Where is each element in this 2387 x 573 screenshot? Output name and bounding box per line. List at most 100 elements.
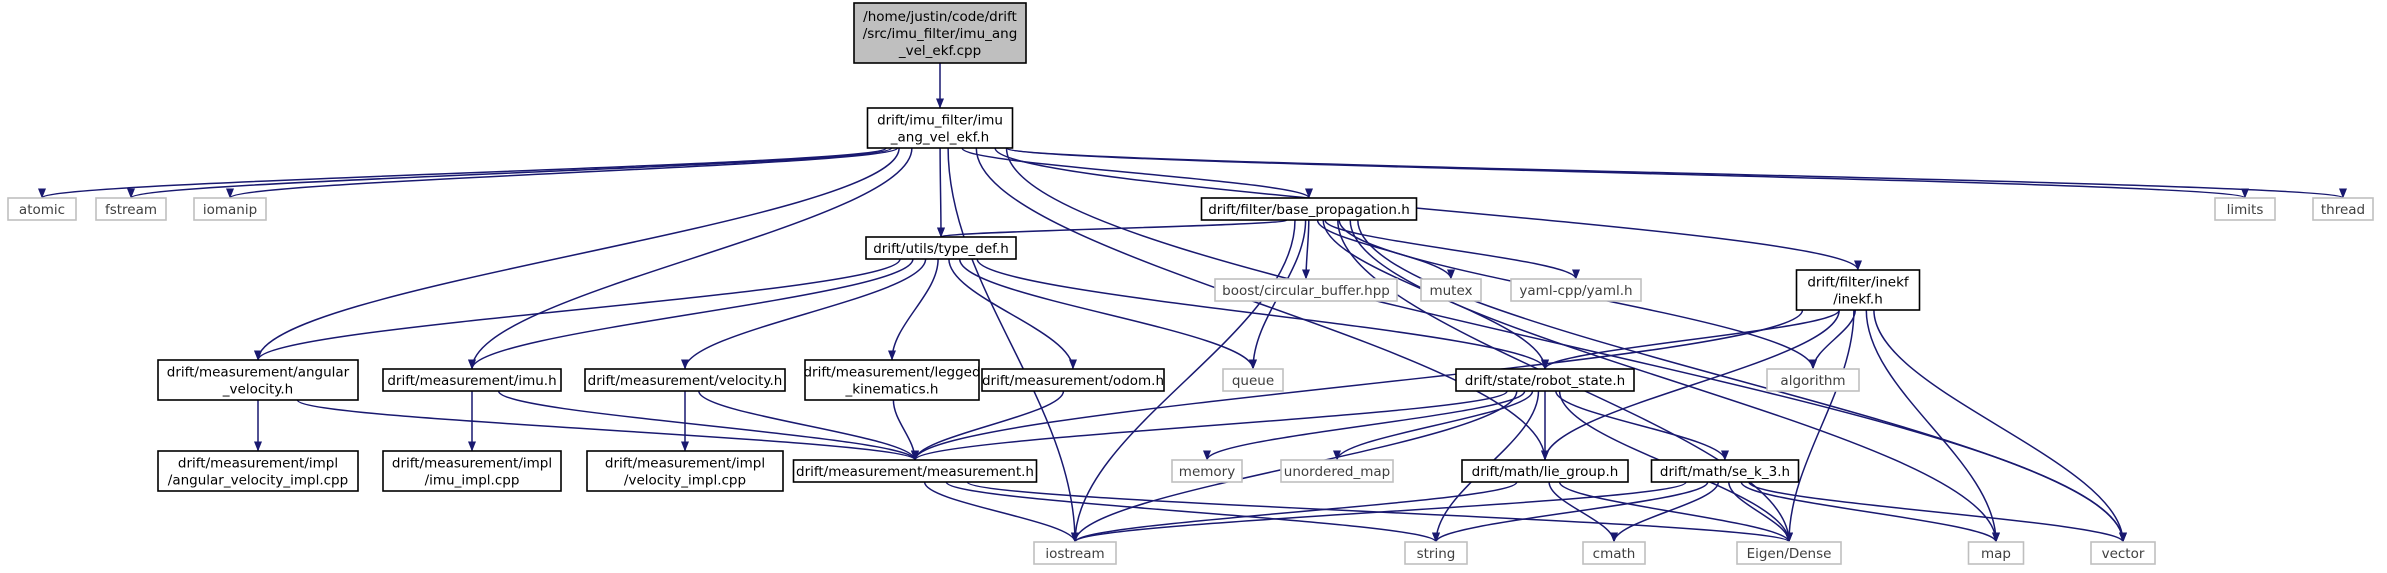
node-label: drift/state/robot_state.h [1465,373,1625,389]
node-label: drift/measurement/impl [605,456,765,472]
node-label: _velocity.h [222,382,293,398]
node-label: drift/utils/type_def.h [873,241,1009,257]
edge-inekf-h-to-measurement-h [911,309,1804,461]
node-label: /home/justin/code/drift [863,9,1017,25]
node-label: memory [1179,464,1235,480]
node-box [1420,278,1482,302]
node-label: drift/measurement/odom.h [982,373,1164,389]
edge-base-propagation-h-to-vector [1357,219,2127,543]
node-label: iostream [1045,546,1104,562]
node-label: cmath [1593,546,1636,562]
node-box [95,197,167,221]
node-box [853,2,1027,64]
edge-lie-group-h-to-cmath [1548,481,1618,543]
node-box [1582,541,1646,565]
node-label: string [1417,546,1456,562]
node-box [1510,278,1642,302]
edge-se-k-3-h-to-eigen-dense [1728,481,1793,543]
node-lie-group-h[interactable]: drift/math/lie_group.h [1461,459,1629,483]
node-angular-velocity-impl[interactable]: drift/measurement/impl/angular_velocity_… [157,450,359,492]
node-imu-ang-vel-ekf-h[interactable]: drift/imu_filter/imu_ang_vel_ekf.h [866,107,1014,149]
edge-type-def-h-to-legged-kinematics-h [888,258,939,361]
node-label: drift/measurement/impl [178,456,338,472]
edge-base-propagation-h-to-yaml [1324,219,1580,280]
edge-lie-group-h-to-iostream [1071,481,1518,543]
edge-se-k-3-h-to-vector [1748,481,2127,543]
node-robot-state-h[interactable]: drift/state/robot_state.h [1455,368,1635,392]
edge-measurement-h-to-string [945,481,1440,543]
node-box [382,450,562,492]
node-label: boost/circular_buffer.hpp [1222,283,1390,299]
node-box [193,197,267,221]
node-box [1222,368,1284,392]
node-se-k-3-h[interactable]: drift/math/se_k_3.h [1650,459,1800,483]
node-velocity-impl[interactable]: drift/measurement/impl/velocity_impl.cpp [586,450,784,492]
node-base-propagation-h[interactable]: drift/filter/base_propagation.h [1200,197,1418,221]
node-box [584,368,786,392]
edge-se-k-3-h-to-map [1740,481,2000,543]
node-label: map [1981,546,2011,562]
node-string: string [1404,541,1468,565]
edge-se-k-3-h-to-cmath [1610,481,1720,543]
node-box [1795,269,1921,311]
node-label: drift/measurement/impl [392,456,552,472]
node-thread: thread [2312,197,2374,221]
edge-imu-ang-vel-ekf-h-to-atomic [38,147,887,199]
node-box [7,197,77,221]
node-angular-velocity-h[interactable]: drift/measurement/angular_velocity.h [157,359,359,401]
node-label: _vel_ekf.cpp [898,43,981,59]
node-box [2090,541,2156,565]
node-box [865,236,1017,260]
node-label: Eigen/Dense [1747,546,1832,562]
node-label: drift/measurement/imu.h [387,373,556,389]
node-box [1214,278,1398,302]
node-iostream: iostream [1033,541,1117,565]
node-label: /imu_impl.cpp [425,473,520,489]
edge-velocity-h-to-measurement-h [698,390,919,461]
node-velocity-h[interactable]: drift/measurement/velocity.h [584,368,786,392]
node-label: queue [1232,373,1274,389]
node-odom-h[interactable]: drift/measurement/odom.h [981,368,1165,392]
node-label: yaml-cpp/yaml.h [1519,283,1632,299]
edge-type-def-h-to-velocity-h [681,258,927,370]
node-limits: limits [2214,197,2276,221]
edge-type-def-h-to-imu-h [468,258,914,370]
edge-base-propagation-h-to-map [1349,219,2000,543]
edge-type-def-h-to-odom-h [948,258,1077,370]
edge-imu-ang-vel-ekf-h-to-fstream [127,147,893,199]
node-inekf-h[interactable]: drift/filter/inekf/inekf.h [1795,269,1921,311]
node-memory: memory [1171,459,1243,483]
node-label: atomic [19,202,65,218]
edge-se-k-3-h-to-string [1432,481,1709,543]
node-fstream: fstream [95,197,167,221]
edge-robot-state-h-to-se-k-3-h [1555,390,1729,461]
node-yaml: yaml-cpp/yaml.h [1510,278,1642,302]
edge-base-propagation-h-to-type-def-h [937,219,1288,238]
node-box [1736,541,1842,565]
edge-type-def-h-to-queue [958,258,1257,370]
edge-imu-ang-vel-ekf-h-to-limits [1005,147,2249,199]
edge-imu-ang-vel-ekf-h-to-iomanip [226,147,899,199]
node-type-def-h[interactable]: drift/utils/type_def.h [865,236,1017,260]
node-box [2214,197,2276,221]
node-box [1280,459,1394,483]
node-label: drift/math/se_k_3.h [1660,464,1790,480]
node-algorithm: algorithm [1766,368,1860,392]
edge-inekf-h-to-robot-state-h [1541,309,1840,370]
node-measurement-h[interactable]: drift/measurement/measurement.h [792,459,1038,483]
node-label: iomanip [203,202,257,218]
node-imu-impl[interactable]: drift/measurement/impl/imu_impl.cpp [382,450,562,492]
node-eigen-dense: Eigen/Dense [1736,541,1842,565]
nodes: /home/justin/code/drift/src/imu_filter/i… [7,2,2374,565]
node-root[interactable]: /home/justin/code/drift/src/imu_filter/i… [853,2,1027,64]
edge-imu-ang-vel-ekf-h-to-inekf-h [994,147,1862,271]
node-label: thread [2321,202,2365,218]
edges [38,63,2347,543]
edge-type-def-h-to-angular-velocity-h [254,258,901,361]
node-box [1461,459,1629,483]
node-legged-kinematics-h[interactable]: drift/measurement/legged_kinematics.h [803,359,981,401]
edge-angular-velocity-h-to-measurement-h [296,399,919,461]
node-imu-h[interactable]: drift/measurement/imu.h [382,368,562,392]
edge-odom-h-to-measurement-h [911,390,1065,461]
